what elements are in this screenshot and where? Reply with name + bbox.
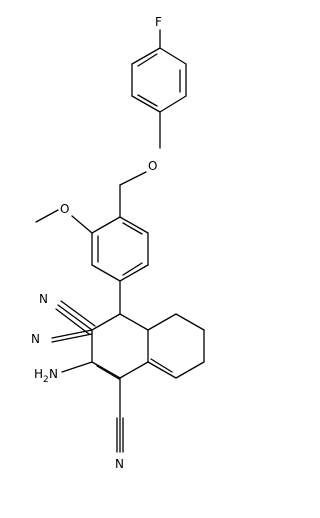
bond (137, 94, 158, 107)
amine-hydrogen-count: 2 (43, 375, 49, 385)
bond (175, 313, 205, 331)
bond (119, 264, 149, 282)
atom-labels: F O O N N H 2 N N (31, 15, 162, 471)
bond (55, 308, 90, 335)
amine-hydrogen-label: H (34, 367, 43, 381)
ether-oxygen-label: O (148, 159, 157, 173)
fluorine-atom-label: F (155, 15, 162, 29)
amine-nitrogen-label: N (49, 367, 58, 381)
bond (51, 333, 93, 343)
nitrile-nitrogen-label: N (31, 332, 40, 346)
bond (51, 329, 93, 339)
bond (91, 216, 121, 234)
bond (35, 209, 59, 223)
bond (131, 95, 161, 113)
bond (175, 361, 205, 379)
bond (60, 300, 96, 327)
methoxy-oxygen-label: O (60, 202, 69, 216)
bond (119, 313, 149, 331)
bond (122, 222, 143, 235)
bond (122, 262, 143, 276)
bond-lines (35, 29, 205, 453)
bond (147, 313, 177, 331)
bond (159, 47, 187, 65)
bond (91, 313, 121, 331)
bond (147, 361, 177, 379)
bond (91, 361, 121, 379)
bond (119, 216, 149, 234)
bond (137, 53, 158, 67)
bond (57, 304, 93, 331)
nitrile-nitrogen-label: N (115, 457, 124, 471)
bond (91, 264, 121, 282)
nitrile-nitrogen-label: N (39, 292, 48, 306)
chemical-structure-drawing: F O O N N H 2 N N (31, 15, 205, 471)
bond (119, 171, 147, 186)
bond (96, 365, 120, 380)
bond (159, 95, 187, 113)
bond (61, 361, 93, 373)
bond (131, 47, 161, 65)
bond (71, 215, 93, 234)
bond (150, 358, 173, 373)
bond (119, 361, 149, 379)
